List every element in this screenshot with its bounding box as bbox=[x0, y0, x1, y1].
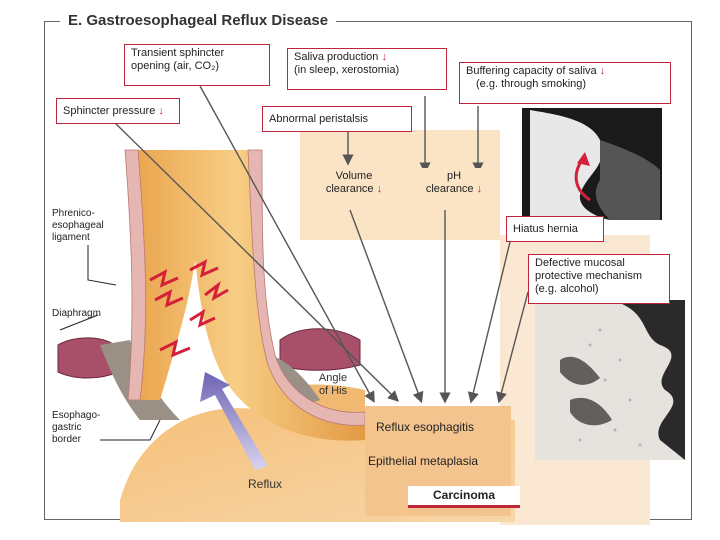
xray-shadow bbox=[595, 140, 660, 220]
phrenicoesophageal-line3: ligament bbox=[52, 232, 90, 243]
zigzag-icon bbox=[204, 280, 229, 302]
reflux-arrow bbox=[200, 372, 268, 470]
esophagus bbox=[128, 150, 365, 441]
zigzag-icon bbox=[149, 269, 179, 288]
defective-mucosal-line2: protective mechanism bbox=[535, 270, 642, 282]
down-arrow-icon: ↓ bbox=[599, 65, 606, 77]
phrenicoesophageal-line2: esophageal bbox=[52, 220, 104, 231]
volume-clearance-box: Volume clearance ↓ bbox=[312, 168, 396, 208]
reflux-label: Reflux bbox=[248, 477, 283, 491]
hiatus-hernia-label: Hiatus hernia bbox=[513, 223, 578, 235]
title-bar: E. Gastroesophageal Reflux Disease bbox=[44, 10, 692, 34]
diaphragm-label: Diaphragm bbox=[52, 308, 101, 319]
esophagogastric-line1: Esophago- bbox=[52, 410, 101, 421]
sphincter-pressure-box: Sphincter pressure ↓ bbox=[56, 98, 180, 124]
anatomy-leaders bbox=[59, 245, 161, 441]
angle-of-his-label: Angle of His bbox=[310, 372, 356, 398]
angle-of-his-line1: Angle bbox=[318, 372, 348, 384]
zigzag-icon bbox=[189, 259, 219, 278]
saliva-production-box: Saliva production ↓ (in sleep, xerostomi… bbox=[287, 48, 447, 90]
esophagus-wall-left bbox=[124, 149, 147, 401]
histology-folds bbox=[560, 300, 685, 460]
phrenicoesophageal-line1: Phrenico- bbox=[52, 208, 95, 219]
ph-clearance-line1: pH bbox=[446, 170, 462, 182]
down-arrow-icon: ↓ bbox=[381, 51, 387, 63]
sphincter-pressure-label: Sphincter pressure bbox=[63, 105, 156, 117]
zigzag-icon bbox=[159, 339, 191, 358]
buffering-capacity-line1: Buffering capacity of saliva bbox=[466, 65, 597, 77]
epithelial-metaplasia-label: Epithelial metaplasia bbox=[368, 454, 479, 468]
xray-arrow-icon bbox=[574, 159, 591, 202]
transient-sphincter-box: Transient sphincter opening (air, CO₂) bbox=[124, 44, 270, 86]
esophagogastric-line2: gastric bbox=[52, 422, 82, 433]
saliva-production-line2: (in sleep, xerostomia) bbox=[294, 64, 400, 76]
down-arrow-icon: ↓ bbox=[376, 183, 383, 195]
phrenicoesophageal-label: Phrenico- esophageal ligament bbox=[52, 208, 104, 244]
connector-arrows bbox=[109, 85, 529, 404]
esophagogastric-label: Esophago- gastric border bbox=[52, 410, 100, 446]
saliva-production-line1: Saliva production bbox=[294, 51, 379, 63]
xray-arrowhead-icon bbox=[577, 152, 590, 166]
down-arrow-icon: ↓ bbox=[158, 105, 164, 117]
down-arrow-icon: ↓ bbox=[476, 183, 483, 195]
defective-mucosal-box: Defective mucosal protective mechanism (… bbox=[528, 254, 670, 304]
acid-zigzags bbox=[149, 259, 229, 358]
zigzag-icon bbox=[154, 289, 184, 308]
volume-clearance-line2: clearance bbox=[325, 183, 374, 195]
defective-mucosal-line1: Defective mucosal bbox=[535, 257, 625, 269]
abnormal-peristalsis-label: Abnormal peristalsis bbox=[269, 113, 369, 125]
transient-sphincter-line2: opening (air, CO₂) bbox=[131, 60, 220, 72]
zigzag-icon bbox=[189, 308, 216, 328]
volume-clearance-line1: Volume bbox=[335, 170, 373, 182]
reflux-esophagitis-label: Reflux esophagitis bbox=[376, 420, 475, 434]
transient-sphincter-line1: Transient sphincter bbox=[131, 47, 225, 59]
defective-mucosal-line3: (e.g. alcohol) bbox=[535, 283, 599, 295]
esophagogastric-line3: border bbox=[52, 434, 81, 445]
ph-clearance-box: pH clearance ↓ bbox=[412, 168, 496, 208]
figure-title: E. Gastroesophageal Reflux Disease bbox=[60, 10, 337, 32]
carcinoma-label: Carcinoma bbox=[408, 486, 520, 508]
buffering-capacity-box: Buffering capacity of saliva ↓ (e.g. thr… bbox=[459, 62, 671, 104]
abnormal-peristalsis-box: Abnormal peristalsis bbox=[262, 106, 412, 132]
hiatus-hernia-box: Hiatus hernia bbox=[506, 216, 604, 242]
diaphragm-right bbox=[279, 328, 361, 371]
buffering-capacity-line2: (e.g. through smoking) bbox=[476, 78, 587, 90]
ph-clearance-line2: clearance bbox=[425, 183, 474, 195]
angle-of-his-line2: of His bbox=[318, 385, 348, 397]
xray-barium bbox=[530, 110, 610, 220]
title-rule bbox=[44, 21, 692, 22]
